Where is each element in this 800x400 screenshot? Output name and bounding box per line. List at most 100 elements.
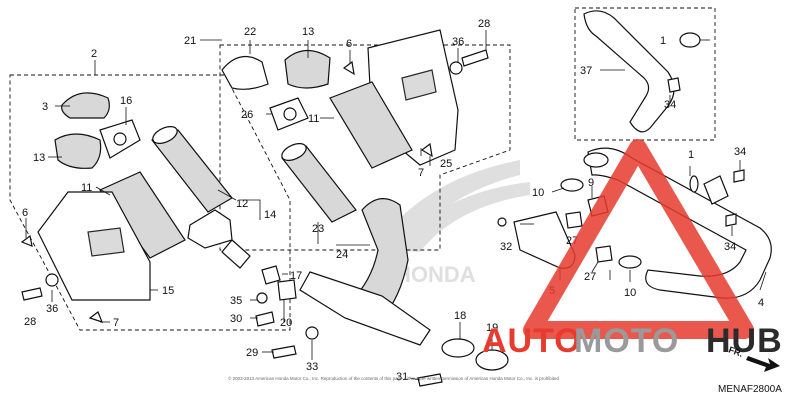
- callout-16: 16: [120, 95, 132, 107]
- bolt-part-28-left: [21, 287, 43, 301]
- callout-26: 26: [241, 109, 253, 121]
- callout-3: 3: [42, 101, 48, 113]
- callout-28-right: 28: [478, 18, 490, 30]
- callout-23: 23: [312, 223, 324, 235]
- rubber-part-17: [261, 265, 281, 285]
- callout-22: 22: [244, 26, 256, 38]
- front-label: FR.: [727, 344, 744, 358]
- background-emblem: HONDA: [380, 160, 530, 287]
- clamp-part-10b: [618, 255, 642, 269]
- callout-21: 21: [184, 35, 196, 47]
- watermark-logo: AUTO MOTO HUB: [482, 139, 783, 360]
- callout-36-left: 36: [46, 303, 58, 315]
- link-pipe-part-24: [351, 198, 409, 321]
- exhaust-pipe-part-4: [587, 147, 772, 299]
- bolt-part-28-right: [461, 49, 489, 67]
- inner-pipe-end-part-12: [152, 126, 178, 144]
- callout-33: 33: [306, 361, 318, 373]
- callout-1-right: 1: [688, 149, 694, 161]
- callout-34-right-top: 34: [734, 146, 746, 158]
- callout-9: 9: [588, 177, 594, 189]
- clamp-part-10a: [560, 178, 584, 192]
- copyright-note: © 2003-2013 American Honda Motor Co., In…: [228, 375, 559, 381]
- callout-1-top: 1: [660, 35, 666, 47]
- leader-lines: [25, 30, 767, 381]
- frame-pipe-37: [574, 7, 716, 141]
- bracket-part-27a: [565, 211, 583, 229]
- callout-6-right: 6: [346, 38, 352, 50]
- callout-4: 4: [758, 297, 764, 309]
- frame-left-muffler: [9, 74, 291, 331]
- watermark-triangle: [523, 139, 754, 339]
- callout-32: 32: [500, 241, 512, 253]
- muffler-connector: [299, 271, 431, 346]
- pipe-outlet: [583, 152, 609, 168]
- pipe-part-37: [583, 10, 675, 133]
- callout-34-top: 34: [664, 99, 676, 111]
- callout-29: 29: [246, 347, 258, 359]
- callout-11-right: 11: [308, 113, 319, 125]
- washer-part-35: [256, 292, 268, 304]
- callout-20: 20: [280, 317, 292, 329]
- callout-11-left: 11: [81, 182, 92, 194]
- packing-part-11b: [329, 81, 413, 169]
- gasket-part-1a: [679, 32, 701, 48]
- callout-24: 24: [336, 249, 348, 261]
- flange-bore-part-26: [283, 107, 297, 121]
- washer-part-36-right: [449, 61, 463, 75]
- bolt-part-6-left: [20, 234, 33, 247]
- callout-6-left: 6: [22, 207, 28, 219]
- end-cap-part-13: [54, 133, 102, 169]
- nut-part-34c: [667, 77, 681, 93]
- inner-pipe-end-part-23: [281, 143, 307, 161]
- screw-part-32: [497, 217, 507, 227]
- callout-34-right-mid: 34: [724, 241, 736, 253]
- callout-28-left: 28: [24, 316, 36, 328]
- callout-10-top: 10: [532, 187, 544, 199]
- nut-part-34a: [733, 169, 745, 183]
- callout-19: 19: [486, 322, 498, 334]
- inner-pipe-flange-part-12: [187, 209, 233, 249]
- callout-12-left: 12: [236, 198, 248, 210]
- end-cap-part-13b: [284, 49, 331, 89]
- bolt-part-31: [417, 373, 443, 387]
- watermark-text-auto: AUTO: [482, 322, 582, 360]
- front-arrow-icon: [746, 356, 780, 372]
- callout-7-right: 7: [418, 167, 424, 179]
- callout-25: 25: [440, 158, 452, 170]
- bolt-part-29: [271, 345, 297, 359]
- gasket-part-1b: [689, 175, 699, 193]
- callout-18: 18: [454, 310, 466, 322]
- watermark-text-hub: HUB: [706, 322, 783, 360]
- callout-15: 15: [162, 285, 174, 297]
- callout-7-left: 7: [113, 317, 119, 329]
- front-arrow: FR.: [727, 344, 780, 372]
- flange-bore-part-16: [113, 132, 127, 146]
- callout-13-left: 13: [33, 152, 45, 164]
- callout-17: 17: [290, 270, 302, 282]
- callout-35: 35: [230, 295, 242, 307]
- exhaust-flange: [703, 175, 729, 205]
- muffler-heat-shield-part-25: [401, 69, 437, 101]
- end-cap-part-22: [221, 55, 269, 90]
- diagram-code: MENAF2800A: [718, 384, 782, 395]
- callout-37: 37: [580, 65, 592, 77]
- band-part-18: [441, 338, 475, 358]
- bolt-part-6-right: [342, 60, 355, 76]
- nut-part-34b: [725, 213, 737, 227]
- callout-2: 2: [91, 48, 97, 60]
- callout-14: 14: [264, 209, 276, 221]
- callout-30: 30: [230, 313, 242, 325]
- svg-text:HONDA: HONDA: [395, 262, 476, 287]
- collar-part-20: [277, 279, 297, 301]
- end-cap-part-3: [61, 92, 110, 119]
- tail-tip-part-12: [221, 239, 251, 269]
- bolt-part-30: [255, 311, 275, 327]
- callout-13-right: 13: [302, 26, 314, 38]
- callout-31: 31: [396, 371, 408, 383]
- callout-10-bottom: 10: [624, 287, 636, 299]
- callout-36-right: 36: [452, 36, 464, 48]
- bracket-part-27b: [595, 245, 613, 263]
- washer-part-36-left: [45, 273, 59, 287]
